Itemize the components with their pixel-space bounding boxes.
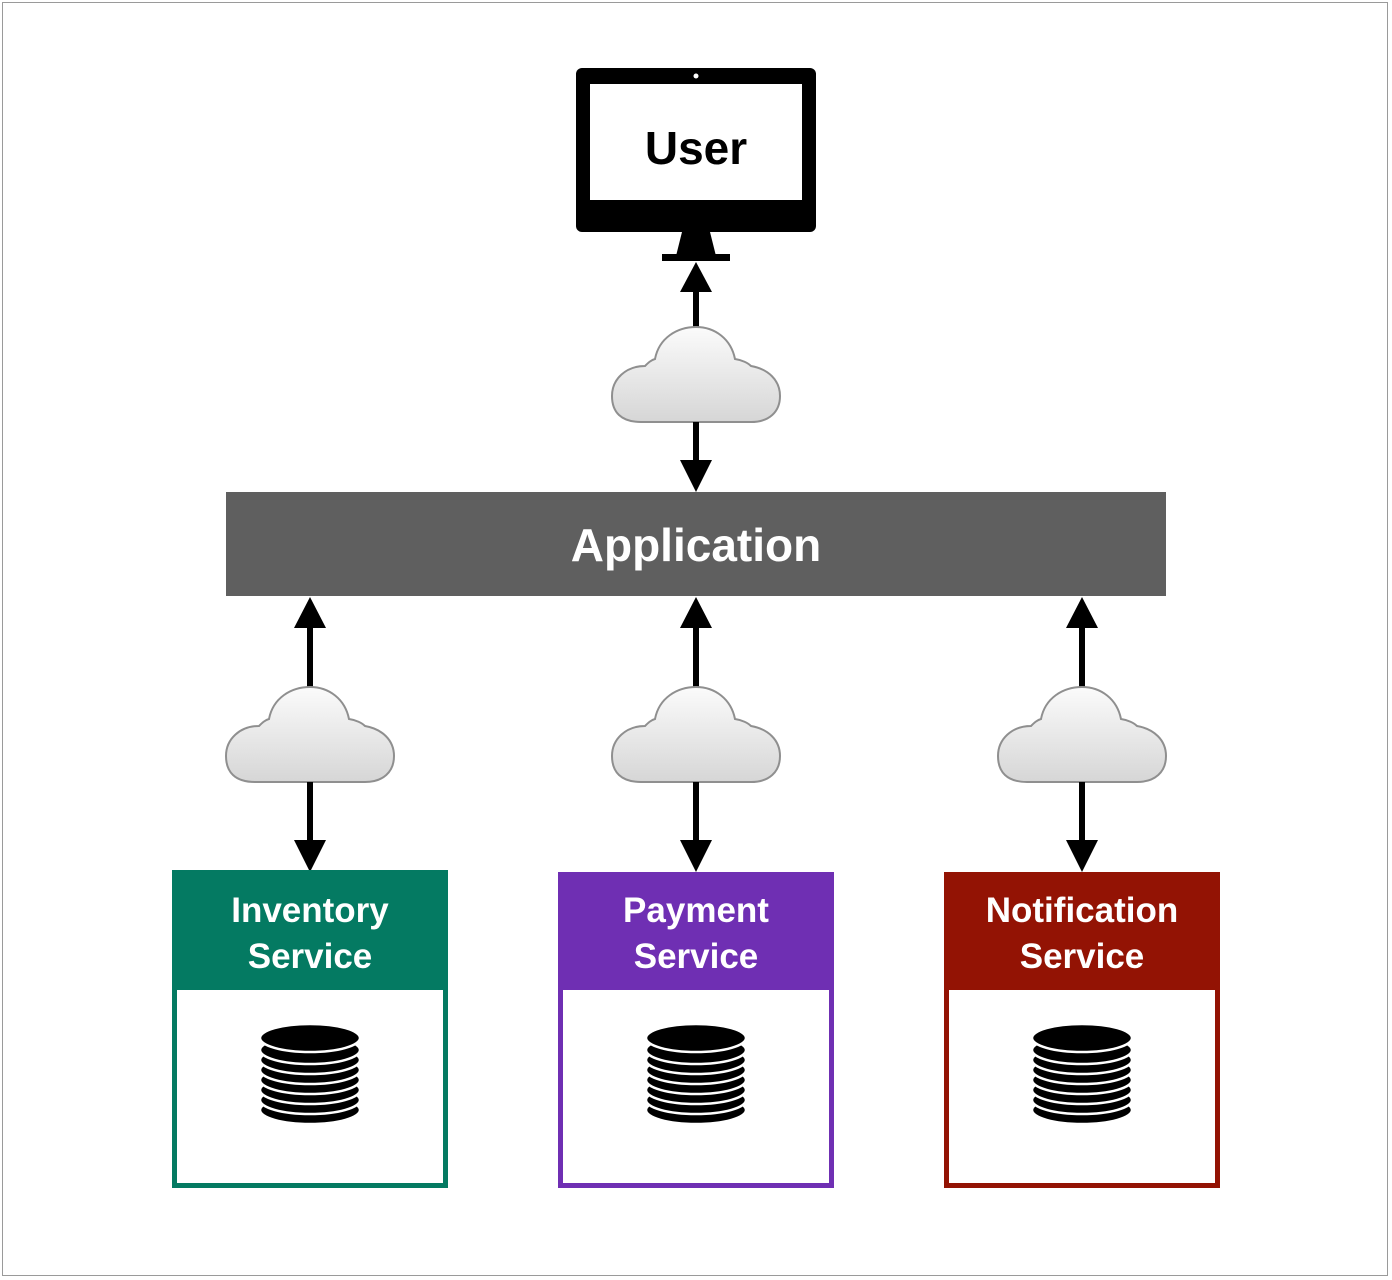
arrow-up-icon bbox=[680, 597, 712, 628]
service-title-line1: Inventory bbox=[231, 891, 389, 930]
arrow-up-icon bbox=[680, 262, 712, 292]
service-payment: Payment Service bbox=[558, 872, 834, 1188]
application-box bbox=[226, 492, 1166, 596]
service-title-line1: Payment bbox=[623, 891, 769, 930]
application-label: Application bbox=[571, 519, 821, 571]
service-inventory: Inventory Service bbox=[172, 870, 448, 1188]
user-label: User bbox=[645, 122, 747, 174]
monitor-stand bbox=[676, 232, 716, 256]
database-icon bbox=[258, 1022, 362, 1126]
arrow-down-icon bbox=[1066, 840, 1098, 872]
connector-application-payment bbox=[611, 597, 781, 872]
cloud-icon bbox=[225, 686, 395, 783]
arrow-down-icon bbox=[680, 840, 712, 872]
cloud-icon bbox=[611, 686, 781, 783]
arrow-up-icon bbox=[1066, 597, 1098, 628]
application-bar: Application bbox=[226, 492, 1166, 596]
monitor-camera bbox=[693, 73, 699, 79]
arrow-up-icon bbox=[294, 597, 326, 628]
connector-user-application bbox=[611, 262, 781, 492]
cloud-icon bbox=[611, 326, 781, 423]
database-icon bbox=[644, 1022, 748, 1126]
service-notification: Notification Service bbox=[944, 872, 1220, 1188]
arrow-down-icon bbox=[294, 840, 326, 872]
arrow-down-icon bbox=[680, 460, 712, 492]
monitor-screen bbox=[590, 84, 802, 200]
connector-application-inventory bbox=[225, 597, 395, 872]
connector-application-notification bbox=[997, 597, 1167, 872]
service-title-line2: Service bbox=[634, 937, 759, 976]
cloud-icon bbox=[997, 686, 1167, 783]
service-title-line2: Service bbox=[1020, 937, 1145, 976]
service-title-line1: Notification bbox=[986, 891, 1178, 930]
service-title-line2: Service bbox=[248, 937, 373, 976]
database-icon bbox=[1030, 1022, 1134, 1126]
monitor-base bbox=[662, 254, 730, 261]
user-monitor: User bbox=[576, 68, 816, 261]
